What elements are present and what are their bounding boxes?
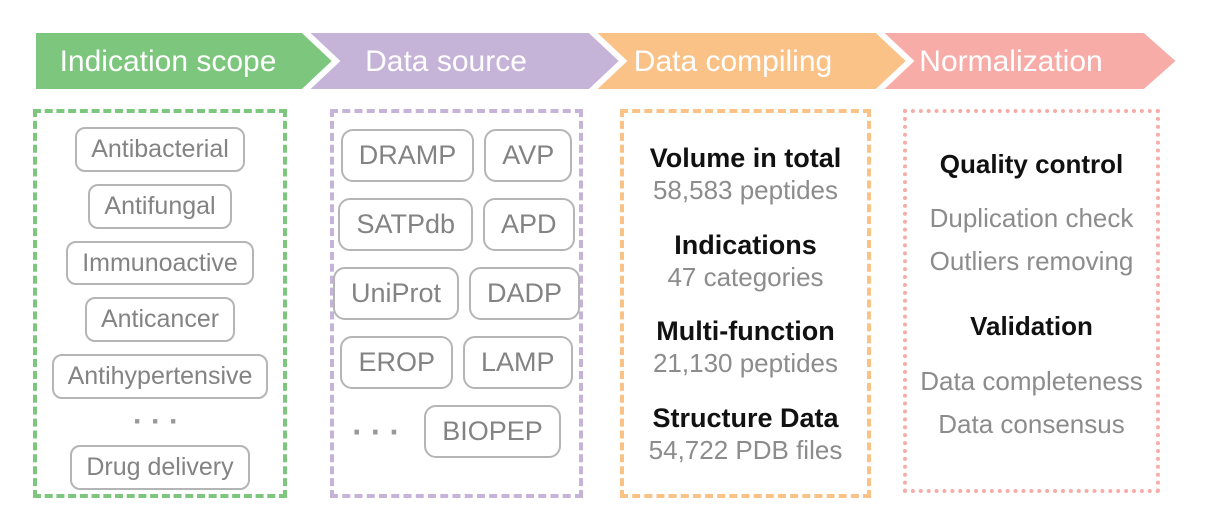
stage-arrow-band: Indication scope Data source Data compil… (30, 29, 1185, 93)
database-pill: APD (483, 198, 575, 252)
stat-value: 47 categories (667, 261, 824, 292)
ellipsis: ··· (352, 413, 409, 450)
stat-title: Indications (674, 229, 817, 260)
stage-arrow-indication-scope (30, 29, 341, 93)
database-pill: SATPdb (338, 198, 474, 252)
stat-group: Structure Data 54,722 PDB files (624, 403, 867, 468)
normalization-group: Quality control Duplication check Outlie… (907, 149, 1156, 276)
stat-value: 21,130 peptides (652, 348, 839, 379)
stage-label-data-compiling: Data compiling (634, 45, 832, 78)
stat-value: 54,722 PDB files (648, 435, 843, 466)
database-pill: UniProt (332, 267, 460, 321)
stat-value: 58,583 peptides (652, 175, 839, 206)
data-source-row: EROP LAMP (340, 336, 573, 390)
normalization-item: Outliers removing (929, 246, 1134, 277)
stat-title: Structure Data (652, 402, 839, 433)
indication-pill: Antibacterial (75, 127, 245, 172)
database-pill: AVP (484, 129, 573, 183)
normalization-group: Validation Data completeness Data consen… (907, 311, 1156, 438)
indication-pill: Immunoactive (66, 240, 254, 286)
stat-title: Volume in total (649, 143, 842, 173)
stat-group: Volume in total 58,583 peptides (624, 143, 867, 208)
indication-pill: Anticancer (84, 297, 236, 342)
normalization-item: Data completeness (920, 365, 1143, 396)
stat-title: Multi-function (656, 316, 835, 347)
stage-label-indication-scope: Indication scope (60, 45, 277, 78)
database-pill: BIOPEP (424, 405, 561, 459)
ellipsis: ··· (133, 404, 187, 438)
indication-pill: Antihypertensive (51, 354, 269, 399)
database-pill: DADP (469, 267, 581, 321)
normalization-item: Data consensus (938, 408, 1125, 439)
stat-group: Indications 47 categories (624, 230, 867, 295)
database-pill: LAMP (463, 336, 573, 390)
normalization-title: Validation (970, 311, 1093, 342)
data-source-row: UniProt DADP (332, 267, 581, 321)
normalization-box: Quality control Duplication check Outlie… (903, 109, 1160, 493)
data-source-row: DRAMP AVP (340, 129, 573, 183)
database-pill: DRAMP (340, 129, 475, 183)
normalization-title: Quality control (939, 149, 1124, 179)
normalization-item: Duplication check (929, 203, 1134, 234)
indication-pill: Drug delivery (70, 444, 250, 490)
indication-scope-box: Antibacterial Antifungal Immunoactive An… (33, 109, 287, 498)
data-source-row: ··· BIOPEP (352, 405, 561, 459)
data-source-box: DRAMP AVP SATPdb APD UniProt DADP EROP L… (330, 109, 583, 498)
database-pill: EROP (340, 336, 453, 390)
stage-label-data-source: Data source (365, 45, 527, 78)
data-compiling-box: Volume in total 58,583 peptides Indicati… (620, 109, 871, 498)
stage-label-normalization: Normalization (919, 45, 1102, 78)
indication-pill: Antifungal (88, 183, 232, 229)
stat-group: Multi-function 21,130 peptides (624, 316, 867, 381)
data-source-row: SATPdb APD (338, 198, 575, 252)
